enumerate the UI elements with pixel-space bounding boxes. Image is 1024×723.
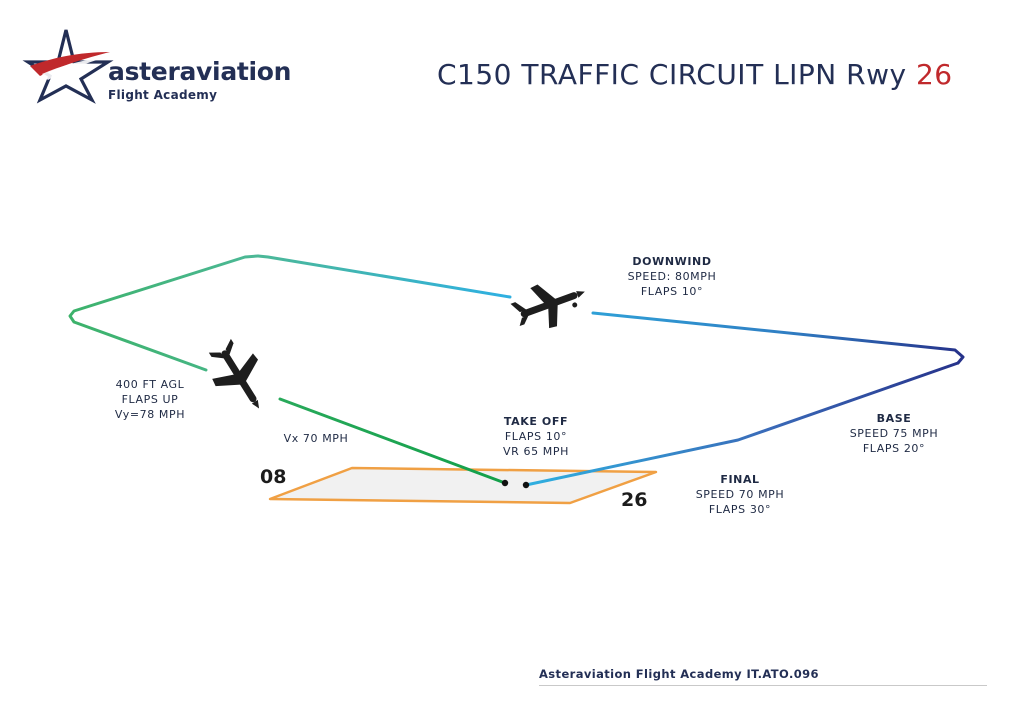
title-main: C150 TRAFFIC CIRCUIT LIPN Rwy <box>437 58 916 91</box>
logo-tagline: Flight Academy <box>108 88 218 102</box>
downwind-airplane-icon <box>510 284 585 329</box>
runway <box>268 466 658 505</box>
title-runway: 26 <box>915 58 953 91</box>
base-speed: SPEED 75 MPH <box>849 427 939 440</box>
vx-label: Vx 70 MPH <box>283 432 349 445</box>
logo-brand: asteraviation <box>108 57 292 86</box>
climb-label: 400 FT AGL FLAPS UP Vy=78 MPH <box>98 377 202 422</box>
final-heading: FINAL <box>720 473 760 486</box>
downwind-heading: DOWNWIND <box>632 255 712 268</box>
climb-flaps: FLAPS UP <box>121 393 179 406</box>
runway-number-26: 26 <box>621 489 648 511</box>
asteraviation-star-logo <box>22 29 114 104</box>
footer-divider <box>539 685 987 686</box>
takeoff-flaps: FLAPS 10° <box>504 430 568 443</box>
downwind-leg-path-a <box>256 254 512 299</box>
runway-number-08: 08 <box>260 466 287 488</box>
crosswind-climb-path <box>68 254 260 372</box>
base-final-path <box>524 361 960 487</box>
page-title: C150 TRAFFIC CIRCUIT LIPN Rwy 26 <box>437 58 953 91</box>
base-label: BASE SPEED 75 MPH FLAPS 20° <box>838 411 950 456</box>
base-flaps: FLAPS 20° <box>862 442 926 455</box>
final-flaps: FLAPS 30° <box>708 503 772 516</box>
base-heading: BASE <box>876 412 912 425</box>
downwind-speed: SPEED: 80MPH <box>627 270 717 283</box>
takeoff-heading: TAKE OFF <box>503 415 569 428</box>
downwind-leg-path-b <box>591 311 965 365</box>
takeoff-point <box>501 479 509 487</box>
climb-altitude: 400 FT AGL <box>115 378 185 391</box>
downwind-label: DOWNWIND SPEED: 80MPH FLAPS 10° <box>616 254 728 299</box>
final-label: FINAL SPEED 70 MPH FLAPS 30° <box>684 472 796 517</box>
touchdown-point <box>522 481 530 489</box>
takeoff-label: TAKE OFF FLAPS 10° VR 65 MPH <box>480 414 592 459</box>
downwind-flaps: FLAPS 10° <box>640 285 704 298</box>
climb-speed: Vy=78 MPH <box>114 408 186 421</box>
climb-leg-path <box>278 397 507 485</box>
final-speed: SPEED 70 MPH <box>695 488 785 501</box>
footer-text: Asteraviation Flight Academy IT.ATO.096 <box>539 667 819 681</box>
takeoff-vr: VR 65 MPH <box>503 445 569 458</box>
climb-airplane-icon <box>208 338 260 409</box>
